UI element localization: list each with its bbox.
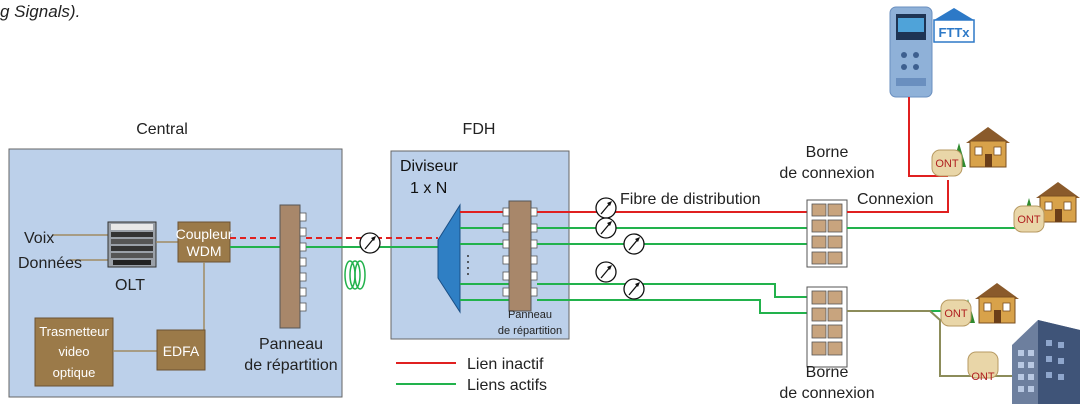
edfa-label: EDFA [163, 343, 200, 359]
connection-label: Connexion [857, 191, 934, 208]
fdh-patch-panel [502, 200, 538, 312]
splitter-ellipsis [467, 255, 469, 275]
splitter-shape [437, 203, 461, 314]
central-panel-line1: Panneau [259, 336, 323, 353]
splitter-line1: Diviseur [400, 158, 458, 175]
caption-fragment: g Signals). [0, 2, 80, 21]
video-tx-line3: optique [53, 365, 96, 380]
fdh-panel-line1: Panneau [508, 309, 552, 321]
ont-label: ONT [1017, 214, 1041, 226]
connector-icon [595, 217, 617, 239]
olt-label: OLT [115, 277, 145, 294]
splitter-line2: 1 x N [410, 180, 447, 197]
fttx-logo: FTTx [933, 8, 975, 43]
ont-label: ONT [944, 308, 968, 320]
connector-icon [359, 232, 381, 254]
voice-label: Voix [24, 230, 54, 247]
video-tx-line2: video [58, 344, 89, 359]
connector-icon [595, 197, 617, 219]
central-patch-panel [279, 204, 307, 329]
terminal-bottom-line2: de connexion [779, 385, 874, 402]
distribution-fiber-label: Fibre de distribution [620, 191, 761, 208]
terminal-top-line2: de connexion [779, 165, 874, 182]
connector-icon [595, 261, 617, 283]
terminal-bottom [806, 286, 848, 368]
fttx-logo-text: FTTx [938, 25, 970, 40]
central-title: Central [136, 121, 188, 138]
wdm-label-line1: Coupleur [176, 226, 233, 242]
connector-icon [623, 233, 645, 255]
otdr-device-image [889, 6, 933, 98]
fiber-spool-icon [344, 260, 366, 290]
ont-device: ONT [967, 351, 999, 383]
video-transmitter [34, 317, 114, 387]
ont-device: ONT [1013, 205, 1045, 233]
olt-equipment [107, 221, 157, 268]
ont-device: ONT [940, 299, 972, 327]
ont-label: ONT [935, 158, 959, 170]
legend-active-label: Liens actifs [467, 377, 547, 394]
office-building-image [1012, 320, 1080, 404]
terminal-bottom-line1: Borne [806, 364, 849, 381]
wdm-coupler [177, 221, 231, 263]
central-panel-line2: de répartition [244, 357, 337, 374]
legend-inactive-label: Lien inactif [467, 356, 544, 373]
ont-label: ONT [971, 371, 995, 383]
wdm-label-line2: WDM [187, 243, 222, 259]
fdh-panel-line2: de répartition [498, 325, 562, 337]
fdh-title: FDH [463, 121, 496, 138]
video-tx-line1: Trasmetteur [39, 324, 109, 339]
connector-icon [623, 278, 645, 300]
edfa-module [156, 329, 206, 371]
terminal-top-line1: Borne [806, 144, 849, 161]
data-label: Données [18, 255, 82, 272]
terminal-top [806, 199, 848, 268]
ont-device: ONT [931, 149, 963, 177]
